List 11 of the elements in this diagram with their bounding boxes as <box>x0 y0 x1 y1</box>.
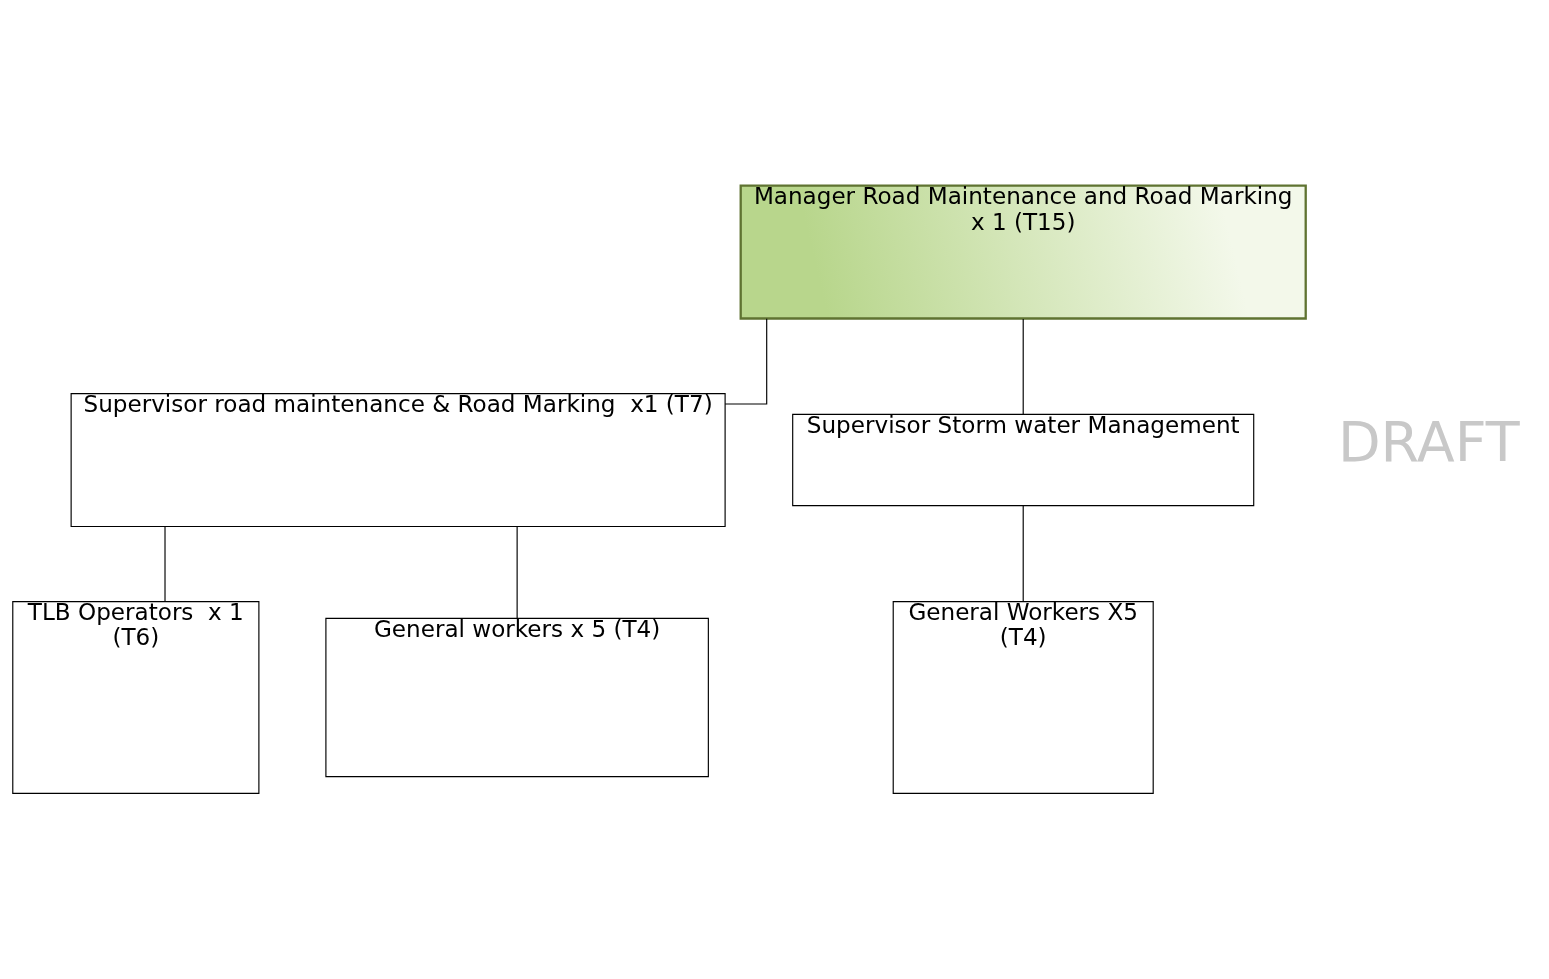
node-box: General Workers X5 (T4) <box>892 601 1154 794</box>
connector <box>724 318 768 405</box>
node-box: General workers x 5 (T4) <box>325 617 709 778</box>
connector <box>1022 505 1024 602</box>
node-box: Supervisor Storm water Management <box>792 413 1255 507</box>
connector <box>1022 318 1024 415</box>
node-box: TLB Operators x 1 (T6) <box>12 601 260 794</box>
connector <box>516 525 518 619</box>
node-box: Supervisor road maintenance & Road Marking x1 (T7) <box>70 393 726 528</box>
node-box: Manager Road Maintenance and Road Marking x 1 (T15) <box>739 184 1307 320</box>
connector <box>164 525 166 602</box>
